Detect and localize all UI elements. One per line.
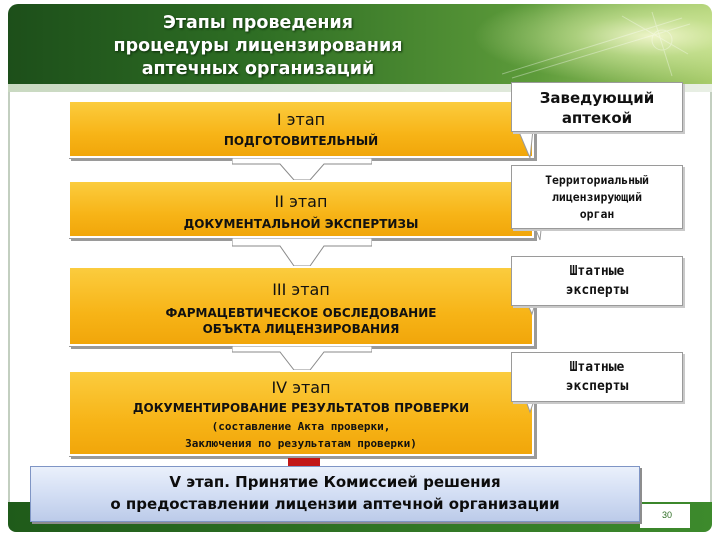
callout-4-line-1: Штатные xyxy=(569,360,625,375)
stage-2-subtitle-line: ДОКУМЕНТАЛЬНОЙ ЭКСПЕРТИЗЫ xyxy=(183,217,419,231)
arrow-stage-3-to-4-icon xyxy=(232,346,372,370)
stage-3-title: III этап xyxy=(272,280,330,299)
stage-3-subtitle-line-1: ФАРМАЦЕВТИЧЕСКОЕ ОБСЛЕДОВАНИЕ xyxy=(165,306,437,320)
arrow-stage-2-to-3-icon xyxy=(232,238,372,266)
callout-responsible-3: Штатные эксперты xyxy=(511,256,683,306)
stage-4-title: IV этап xyxy=(271,378,331,397)
callout-responsible-4: Штатные эксперты xyxy=(511,352,683,402)
stage-4-detail-line-1: (составление Акта проверки, xyxy=(211,420,391,433)
stage-1-subtitle: ПОДГОТОВИТЕЛЬНЫЙ xyxy=(70,133,532,149)
stage-2-box: II этап ДОКУМЕНТАЛЬНОЙ ЭКСПЕРТИЗЫ xyxy=(68,180,534,238)
slide-title: Этапы проведения процедуры лицензировани… xyxy=(48,12,468,81)
callout-responsible-2: Территориальный лицензирующий орган xyxy=(511,165,683,229)
stage-3-subtitle-line-2: ОБЪКТА ЛИЦЕНЗИРОВАНИЯ xyxy=(202,322,400,336)
callout-4-line-2: эксперты xyxy=(565,379,629,394)
title-line-1: Этапы проведения xyxy=(163,13,353,33)
stage-5-line-2: о предоставлении лицензии аптечной орган… xyxy=(110,495,560,513)
stage-4-box: IV этап ДОКУМЕНТИРОВАНИЕ РЕЗУЛЬТАТОВ ПРО… xyxy=(68,370,534,456)
arrow-stage-1-to-2-icon xyxy=(232,158,372,180)
stage-4-detail: (составление Акта проверки, Заключения п… xyxy=(70,418,532,452)
stage-2-subtitle: ДОКУМЕНТАЛЬНОЙ ЭКСПЕРТИЗЫ xyxy=(70,216,532,232)
callout-3-line-1: Штатные xyxy=(569,264,625,279)
stage-3-box: III этап ФАРМАЦЕВТИЧЕСКОЕ ОБСЛЕДОВАНИЕ О… xyxy=(68,266,534,346)
stage-2-title: II этап xyxy=(274,192,328,211)
stage-4-subtitle: ДОКУМЕНТИРОВАНИЕ РЕЗУЛЬТАТОВ ПРОВЕРКИ xyxy=(70,400,532,416)
stage-3-subtitle: ФАРМАЦЕВТИЧЕСКОЕ ОБСЛЕДОВАНИЕ ОБЪКТА ЛИЦ… xyxy=(70,305,532,337)
stage-1-title: I этап xyxy=(276,110,326,129)
page-number: 30 xyxy=(661,510,672,520)
header-shine xyxy=(472,4,712,84)
callout-responsible-1: Заведующий аптекой xyxy=(511,82,683,132)
stage-4-subtitle-line: ДОКУМЕНТИРОВАНИЕ РЕЗУЛЬТАТОВ ПРОВЕРКИ xyxy=(132,401,470,415)
callout-1-line-1: Заведующий xyxy=(539,89,655,107)
callout-3-line-2: эксперты xyxy=(565,283,629,298)
stage-4-detail-line-2: Заключения по результатам проверки) xyxy=(185,437,417,450)
slide-header: Этапы проведения процедуры лицензировани… xyxy=(8,4,712,84)
content-frame xyxy=(8,92,712,502)
title-line-3: аптечных организаций xyxy=(141,59,375,79)
header-pen-graphic-icon xyxy=(502,11,691,79)
header-divider xyxy=(8,84,712,92)
footer-page-box xyxy=(640,504,690,528)
stage-1-subtitle-line: ПОДГОТОВИТЕЛЬНЫЙ xyxy=(223,134,379,148)
callout-1-line-2: аптекой xyxy=(561,109,633,127)
callout-2-line-3: орган xyxy=(579,207,615,221)
stage-5-box: V этап. Принятие Комиссией решения о пре… xyxy=(30,466,640,522)
stage-5-line-1: V этап. Принятие Комиссией решения xyxy=(169,473,501,491)
callout-2-line-1: Территориальный xyxy=(545,173,649,187)
callout-2-line-2: лицензирующий xyxy=(551,190,642,204)
stage-1-box: I этап ПОДГОТОВИТЕЛЬНЫЙ xyxy=(68,100,534,158)
title-line-2: процедуры лицензирования xyxy=(113,36,403,56)
final-connector-block xyxy=(288,458,320,468)
